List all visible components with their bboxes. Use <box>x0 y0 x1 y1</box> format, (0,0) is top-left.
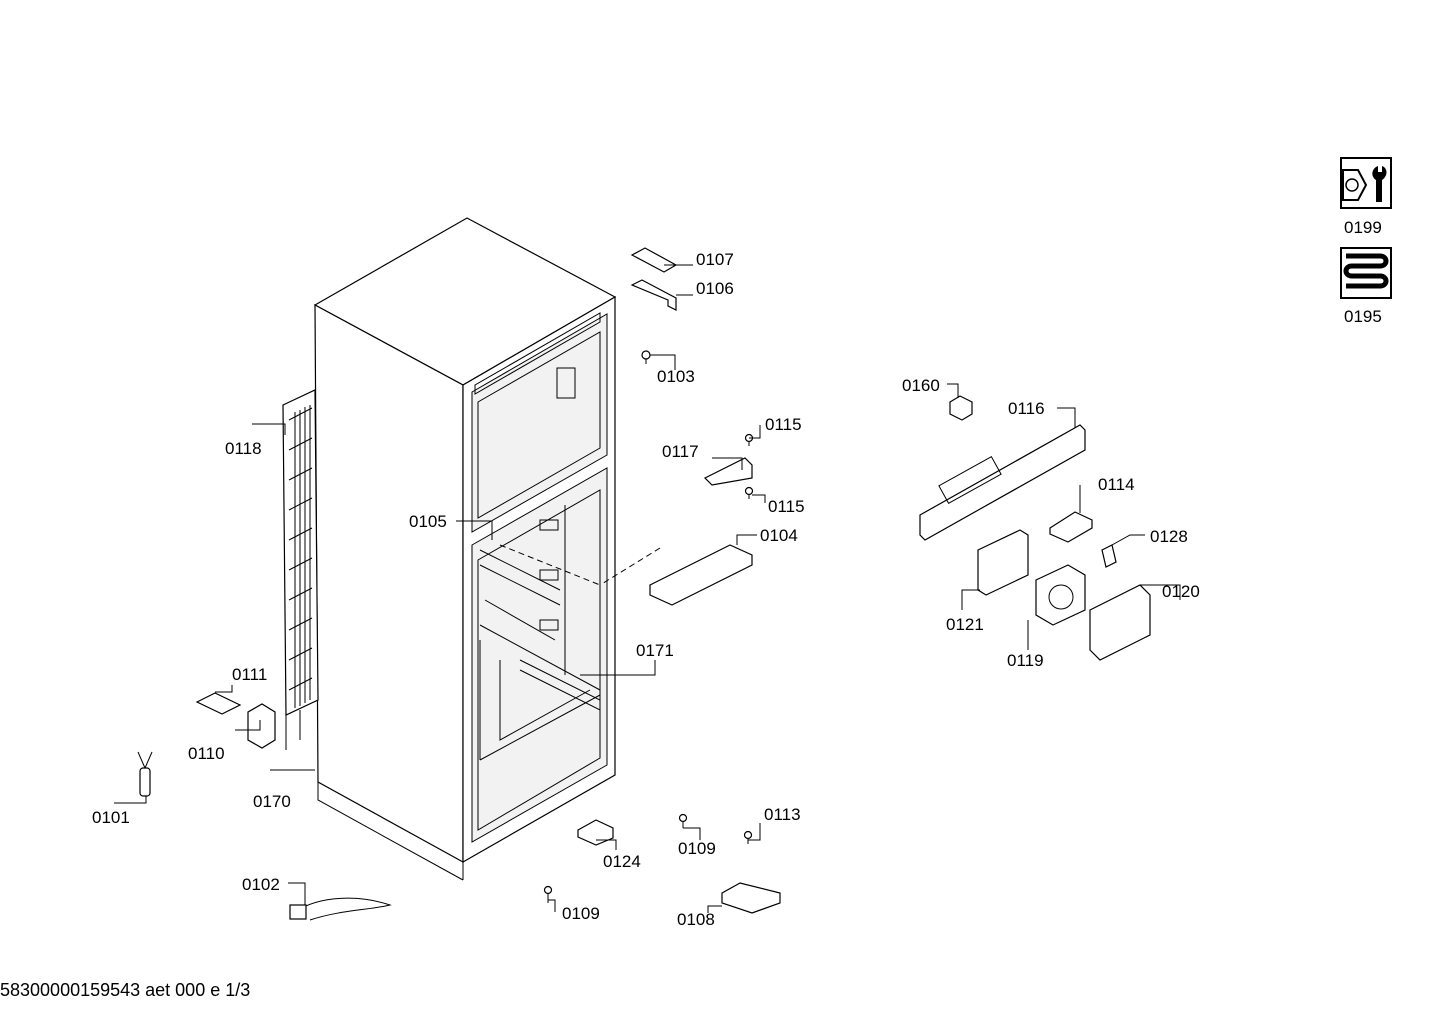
label-0118: 0118 <box>225 439 262 458</box>
label-0116: 0116 <box>1008 399 1045 418</box>
part-0104-control-module <box>499 544 753 606</box>
label-0105: 0105 <box>409 512 447 531</box>
label-0102: 0102 <box>242 875 280 894</box>
condenser-coil <box>282 389 319 750</box>
label-0115-bottom: 0115 <box>768 497 805 516</box>
part-0119-fan <box>1035 564 1086 626</box>
label-0199: 0199 <box>1344 218 1382 237</box>
label-0117: 0117 <box>662 442 699 461</box>
label-0195: 0195 <box>1344 307 1382 326</box>
part-0113-screw <box>743 830 753 844</box>
fridge-cabinet <box>313 217 617 881</box>
label-0170: 0170 <box>253 792 291 811</box>
part-0114-holder <box>1049 511 1093 543</box>
label-0171: 0171 <box>636 641 674 660</box>
label-0128: 0128 <box>1150 527 1188 546</box>
part-0124-clip <box>577 819 614 846</box>
part-0115-screw-top <box>744 433 754 446</box>
label-0101: 0101 <box>92 808 130 827</box>
document-code-footer: 58300000159543 aet 000 e 1/3 <box>0 980 251 1000</box>
part-0121-fan-cover <box>977 529 1029 596</box>
label-0114: 0114 <box>1098 475 1135 494</box>
label-0107: 0107 <box>696 250 734 269</box>
label-0115-top: 0115 <box>765 415 802 434</box>
part-0101-capacitor <box>137 751 153 797</box>
part-0109-screw-b <box>543 885 553 903</box>
label-0103: 0103 <box>657 367 695 386</box>
label-0121: 0121 <box>946 615 984 634</box>
part-0108-bottom-hinge <box>721 882 781 914</box>
part-0115-screw-bottom <box>744 486 754 499</box>
label-0106: 0106 <box>696 279 734 298</box>
label-0120: 0120 <box>1162 582 1200 601</box>
part-0106-top-hinge <box>630 279 677 311</box>
label-0124: 0124 <box>603 852 641 871</box>
label-0110: 0110 <box>188 744 225 763</box>
wrench-nut-icon <box>1340 157 1392 209</box>
part-0117-middle-hinge <box>703 457 753 486</box>
evaporator-coil-icon <box>1340 247 1392 299</box>
part-labels: 0107 0106 0103 0115 0117 0115 0105 0104 … <box>92 250 1200 929</box>
label-0108: 0108 <box>677 910 715 929</box>
part-0111-cover-plate <box>195 692 242 715</box>
part-0110-bracket <box>247 703 276 749</box>
label-0160: 0160 <box>902 376 940 395</box>
part-0120-duct-cover <box>1089 584 1151 661</box>
part-0160-connector <box>949 395 973 421</box>
part-0103-screw <box>641 350 651 364</box>
label-0111: 0111 <box>232 665 267 684</box>
part-0116-control-panel <box>919 424 1086 541</box>
label-0104: 0104 <box>760 526 798 545</box>
label-0109-b: 0109 <box>562 904 600 923</box>
part-0107-hinge-cover <box>630 247 678 273</box>
label-0109-a: 0109 <box>678 839 716 858</box>
leader-lines <box>114 264 1181 913</box>
label-0119: 0119 <box>1007 651 1044 670</box>
part-0102-power-cord <box>289 897 392 921</box>
label-0113: 0113 <box>764 805 801 824</box>
part-0109-screw-a <box>678 813 688 828</box>
part-0128-small-part <box>1101 544 1117 568</box>
